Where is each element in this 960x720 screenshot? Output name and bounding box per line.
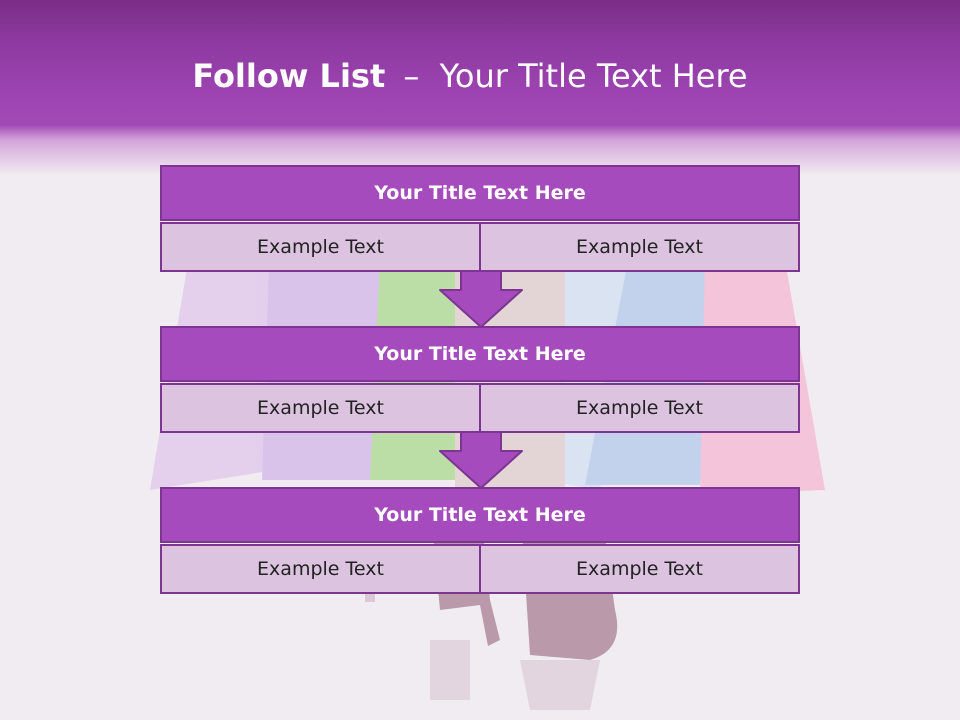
slide-title-bold: Follow List — [192, 57, 386, 95]
header-band — [0, 0, 960, 175]
slide-title-separator: – — [403, 57, 420, 95]
block-row: Example Text Example Text — [160, 544, 800, 594]
block-cell-right: Example Text — [481, 383, 800, 433]
block-row: Example Text Example Text — [160, 383, 800, 433]
block-cell-right: Example Text — [481, 222, 800, 272]
block-title: Your Title Text Here — [160, 165, 800, 221]
list-block-3: Your Title Text Here Example Text Exampl… — [160, 487, 800, 594]
block-cell-left: Example Text — [160, 383, 481, 433]
block-cell-left: Example Text — [160, 544, 481, 594]
block-cell-left: Example Text — [160, 222, 481, 272]
block-cell-right: Example Text — [481, 544, 800, 594]
block-row: Example Text Example Text — [160, 222, 800, 272]
block-title: Your Title Text Here — [160, 487, 800, 543]
slide-title-rest: Your Title Text Here — [439, 57, 748, 95]
down-arrow-icon — [439, 270, 523, 328]
list-block-2: Your Title Text Here Example Text Exampl… — [160, 326, 800, 433]
list-block-1: Your Title Text Here Example Text Exampl… — [160, 165, 800, 272]
slide-title: Follow List – Your Title Text Here — [0, 56, 940, 96]
block-title: Your Title Text Here — [160, 326, 800, 382]
down-arrow-icon — [439, 431, 523, 489]
